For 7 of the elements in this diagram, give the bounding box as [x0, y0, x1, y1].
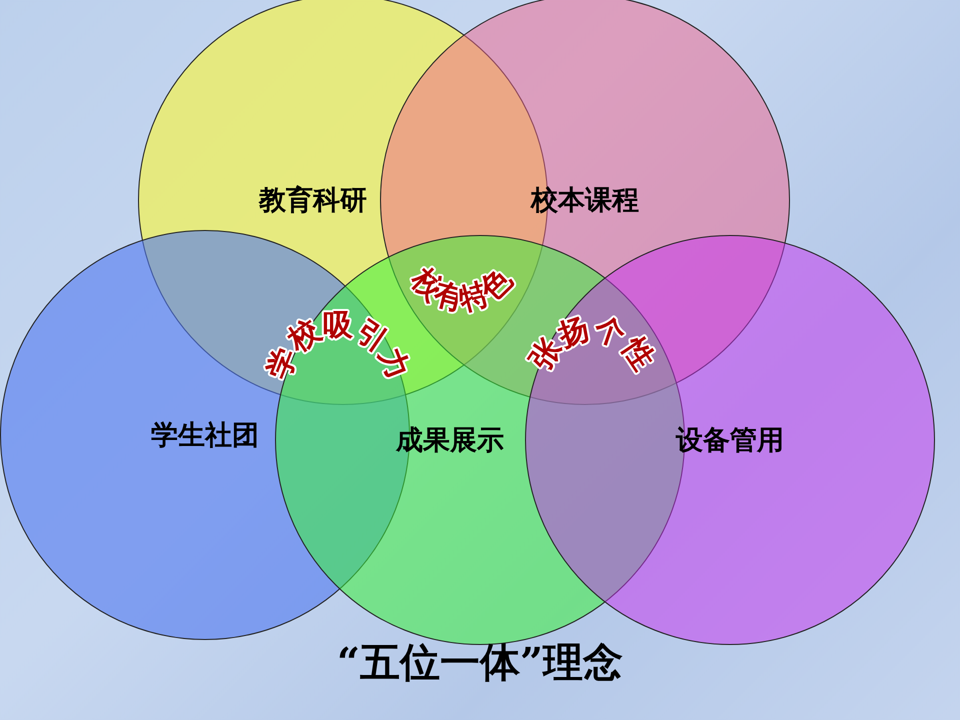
circle-label: 教育科研 [259, 184, 367, 218]
title: “五位一体”理念 [336, 638, 624, 688]
curved-label: 校有特色 [405, 262, 519, 318]
circle-label: 成果展示 [396, 424, 504, 458]
circle-label: 设备管用 [676, 424, 784, 458]
circle-label: 校本课程 [531, 184, 639, 218]
circle-label: 学生社团 [151, 419, 259, 453]
